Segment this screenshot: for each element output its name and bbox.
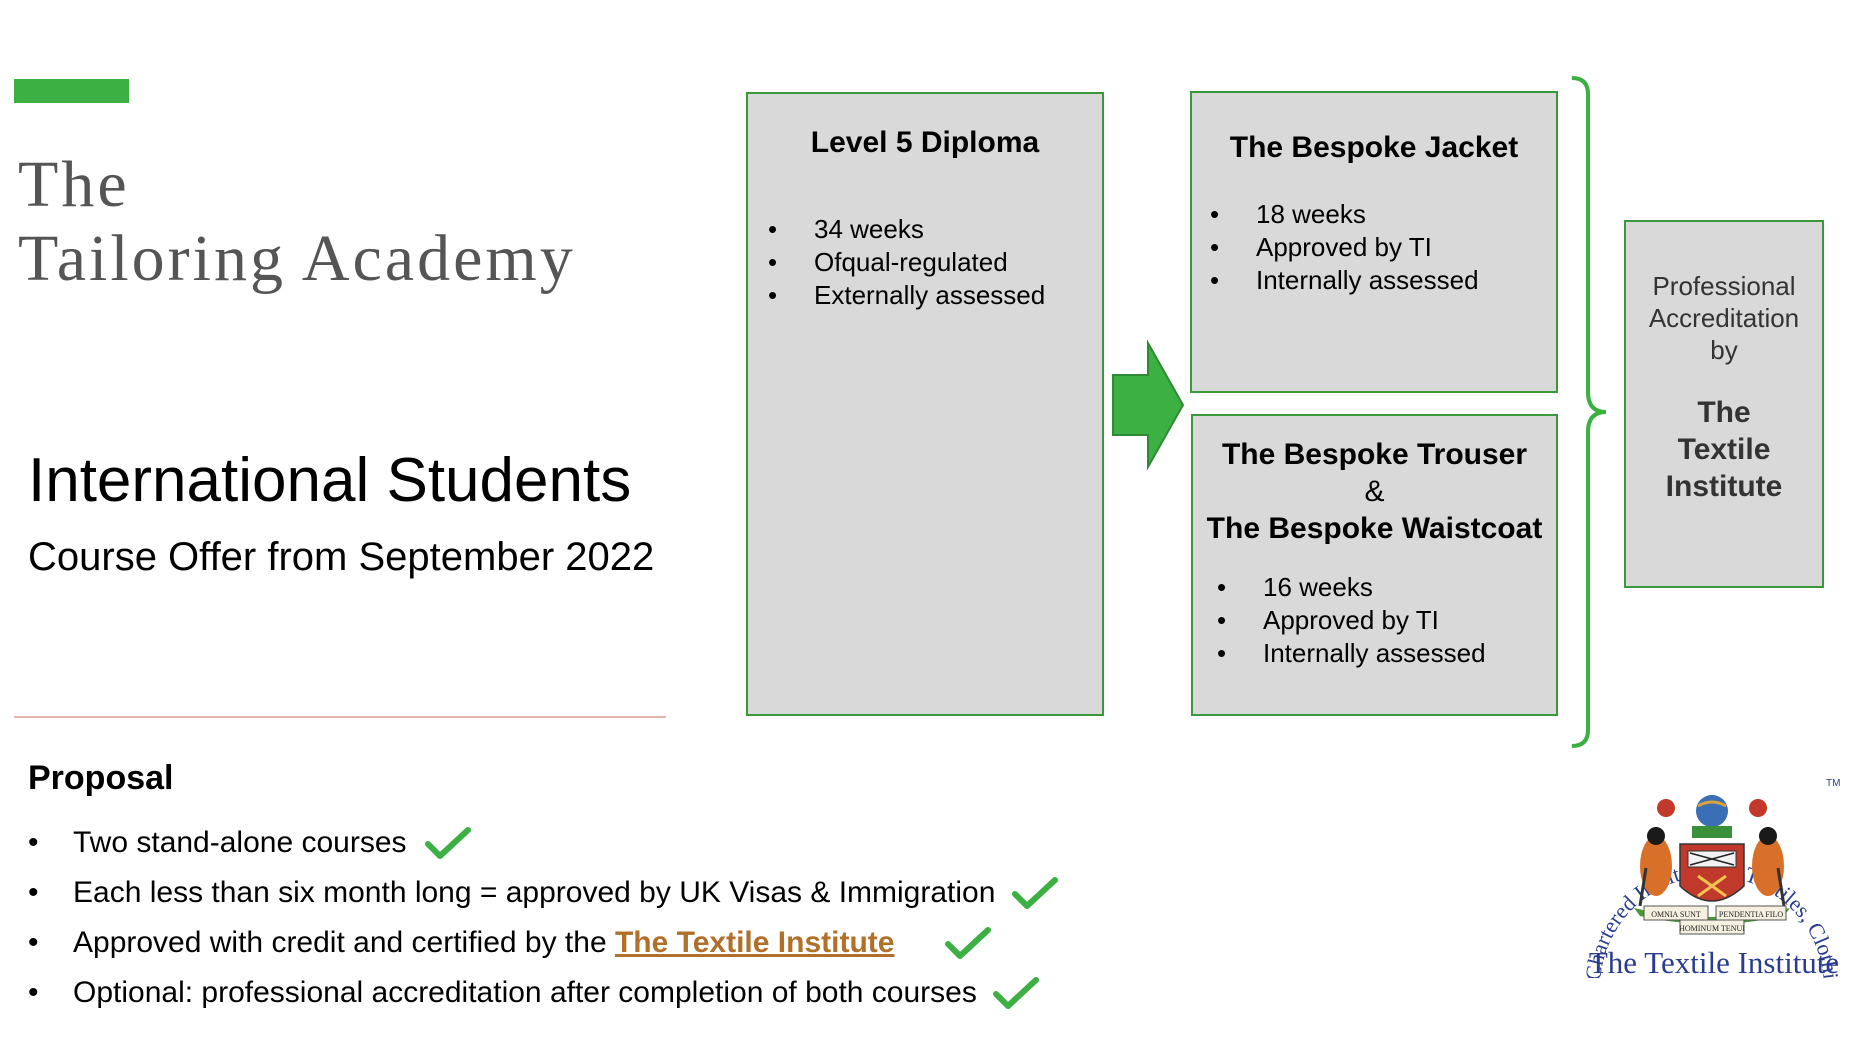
- accreditation-line-3: by: [1710, 335, 1738, 365]
- textile-institute-logo: Chartered Institute for Textiles, Clothi…: [1570, 756, 1844, 978]
- trouser-bullet: 16 weeks: [1217, 571, 1556, 604]
- proposal-item: Each less than six month long = approved…: [28, 868, 1058, 918]
- jacket-bullet: Approved by TI: [1210, 231, 1556, 264]
- check-icon: [1011, 877, 1058, 910]
- crest-icon: [1634, 795, 1790, 924]
- accreditation-bold-1: The: [1697, 396, 1751, 429]
- proposal-title: Proposal: [28, 759, 174, 797]
- diploma-title: Level 5 Diploma: [810, 126, 1040, 159]
- trouser-title-line-1: The Bespoke Trouser: [1221, 438, 1528, 471]
- brand-line-1: The: [18, 148, 130, 221]
- proposal-item: Optional: professional accreditation aft…: [28, 968, 1058, 1018]
- accreditation-text: Professional Accreditation by: [1626, 270, 1822, 366]
- jacket-box: The Bespoke Jacket 18 weeks Approved by …: [1190, 91, 1558, 393]
- jacket-bullet: Internally assessed: [1210, 264, 1556, 297]
- proposal-item: Approved with credit and certified by th…: [28, 918, 1058, 968]
- trouser-bullets: 16 weeks Approved by TI Internally asses…: [1217, 571, 1556, 670]
- diploma-bullet: Ofqual-regulated: [768, 246, 1102, 279]
- diploma-bullets: 34 weeks Ofqual-regulated Externally ass…: [768, 213, 1102, 312]
- accent-bar: [14, 79, 129, 103]
- accreditation-box: Professional Accreditation by The Textil…: [1624, 220, 1824, 588]
- logo-name: The Textile Institute: [1589, 945, 1839, 978]
- trouser-box: The Bespoke Trouser & The Bespoke Waistc…: [1191, 414, 1558, 716]
- check-icon: [993, 977, 1040, 1010]
- accreditation-institute: The Textile Institute: [1626, 394, 1822, 505]
- accreditation-bold-3: Institute: [1665, 470, 1783, 503]
- logo-motto-3: HOMINUM TENUI: [1679, 924, 1745, 933]
- proposal-item-text: Optional: professional accreditation aft…: [73, 976, 977, 1009]
- trouser-bullet: Approved by TI: [1217, 604, 1556, 637]
- diploma-box: Level 5 Diploma 34 weeks Ofqual-regulate…: [746, 92, 1104, 716]
- proposal-item-text: Two stand-alone courses: [73, 826, 407, 859]
- arrow-right-icon: [1112, 340, 1185, 470]
- logo-motto-2: PENDENTIA FILO: [1719, 910, 1783, 919]
- accreditation-line-2: Accreditation: [1648, 303, 1800, 333]
- brand-line-2: Tailoring Academy: [18, 222, 576, 295]
- check-icon: [424, 827, 471, 860]
- divider-line: [14, 716, 666, 718]
- page-subtitle: Course Offer from September 2022: [28, 535, 655, 579]
- trouser-title-line-3: The Bespoke Waistcoat: [1206, 512, 1543, 545]
- proposal-item-text: Approved with credit and certified by th…: [73, 926, 615, 959]
- proposal-list: Two stand-alone courses Each less than s…: [28, 818, 1058, 1018]
- check-icon: [944, 927, 991, 960]
- curly-brace: [1571, 76, 1607, 748]
- proposal-item-text: Each less than six month long = approved…: [73, 876, 996, 909]
- jacket-bullets: 18 weeks Approved by TI Internally asses…: [1210, 198, 1556, 297]
- trouser-title-line-2: &: [1364, 475, 1385, 508]
- accreditation-bold-2: Textile: [1677, 433, 1771, 466]
- diploma-bullet: 34 weeks: [768, 213, 1102, 246]
- accreditation-line-1: Professional: [1652, 271, 1796, 301]
- page-title: International Students: [28, 446, 632, 515]
- logo-motto-1: OMNIA SUNT: [1651, 910, 1701, 919]
- trouser-title: The Bespoke Trouser & The Bespoke Waistc…: [1193, 436, 1556, 547]
- textile-institute-link[interactable]: The Textile Institute: [614, 926, 895, 959]
- logo-tm: TM: [1826, 778, 1840, 789]
- brand-logo-text: The Tailoring Academy: [18, 148, 576, 296]
- trouser-bullet: Internally assessed: [1217, 637, 1556, 670]
- diploma-bullet: Externally assessed: [768, 279, 1102, 312]
- jacket-bullet: 18 weeks: [1210, 198, 1556, 231]
- proposal-item: Two stand-alone courses: [28, 818, 1058, 868]
- jacket-title: The Bespoke Jacket: [1229, 131, 1519, 164]
